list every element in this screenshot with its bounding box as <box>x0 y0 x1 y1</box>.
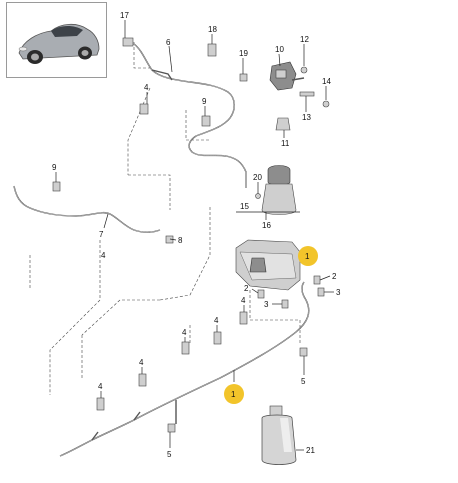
part-4-clip-d <box>138 373 147 387</box>
label-19: 19 <box>239 49 248 58</box>
label-8: 8 <box>178 236 183 245</box>
label-4-f: 4 <box>101 251 106 260</box>
washer-reservoir-1 <box>235 239 301 291</box>
part-11-grommet <box>275 117 291 131</box>
label-21: 21 <box>306 446 315 455</box>
upper-hose-line-6 <box>133 43 247 188</box>
part-18-clip <box>207 43 217 57</box>
part-3-clip-right <box>317 287 325 297</box>
label-17: 17 <box>120 11 129 20</box>
label-9-left: 9 <box>52 163 57 172</box>
part-4-clip-upper <box>139 103 149 115</box>
part-4-clip-a <box>239 311 248 325</box>
label-15: 15 <box>240 202 249 211</box>
part-17-connector <box>122 37 134 47</box>
label-13: 13 <box>302 113 311 122</box>
part-5-clip-lower <box>167 423 176 433</box>
label-7: 7 <box>99 230 104 239</box>
vehicle-thumbnail-frame <box>6 2 107 78</box>
label-2-left: 2 <box>244 284 249 293</box>
highlight-marker-reservoir <box>298 246 318 266</box>
hose-line-7 <box>13 185 161 233</box>
label-16: 16 <box>262 221 271 230</box>
part-19-clip <box>239 73 248 82</box>
label-4-b: 4 <box>214 316 219 325</box>
pump-assembly-10 <box>269 61 305 91</box>
part-9-clip-upper <box>201 115 211 127</box>
label-2-right: 2 <box>332 272 337 281</box>
label-10: 10 <box>275 45 284 54</box>
label-3-right: 3 <box>336 288 341 297</box>
label-20: 20 <box>253 173 262 182</box>
label-12: 12 <box>300 35 309 44</box>
label-4-upper: 4 <box>144 83 149 92</box>
part-12-nut <box>300 66 308 74</box>
label-18: 18 <box>208 25 217 34</box>
filler-neck-body <box>261 183 297 215</box>
label-4-e: 4 <box>98 382 103 391</box>
part-number-labels: 17 18 6 19 10 12 14 4 9 13 11 9 20 7 8 1… <box>52 11 341 459</box>
porsche-911-car-image <box>18 23 100 64</box>
part-14-nut <box>322 100 330 108</box>
part-13-valve <box>299 91 315 97</box>
highlight-marker-hose <box>224 384 244 404</box>
part-4-clip-c <box>181 341 190 355</box>
part-15-screw <box>255 193 261 199</box>
label-5-lower: 5 <box>167 450 172 459</box>
label-4-c: 4 <box>182 328 187 337</box>
label-1-hose: 1 <box>231 390 236 399</box>
washer-fluid-bottle-21 <box>261 405 297 465</box>
label-1-reservoir: 1 <box>305 252 310 261</box>
label-9-upper: 9 <box>202 97 207 106</box>
main-hose-line-1 <box>59 281 310 457</box>
label-11: 11 <box>281 139 290 148</box>
label-14: 14 <box>322 77 331 86</box>
part-3-clip-left <box>281 299 289 309</box>
label-6: 6 <box>166 38 171 47</box>
label-4-a: 4 <box>241 296 246 305</box>
label-5-right: 5 <box>301 377 306 386</box>
label-3-left: 3 <box>264 300 269 309</box>
part-2-clip-right <box>313 275 321 285</box>
label-4-d: 4 <box>139 358 144 367</box>
part-5-clip-right <box>299 347 308 357</box>
part-20-cap <box>267 165 291 186</box>
part-9-clip-left <box>52 181 61 192</box>
part-2-clip-left <box>257 289 265 299</box>
assembly-dashed-outlines <box>29 42 301 395</box>
filler-neck-assembly-16 <box>236 165 300 220</box>
small-parts <box>52 37 330 433</box>
part-4-clip-e <box>96 397 105 411</box>
part-4-clip-b <box>213 331 222 345</box>
